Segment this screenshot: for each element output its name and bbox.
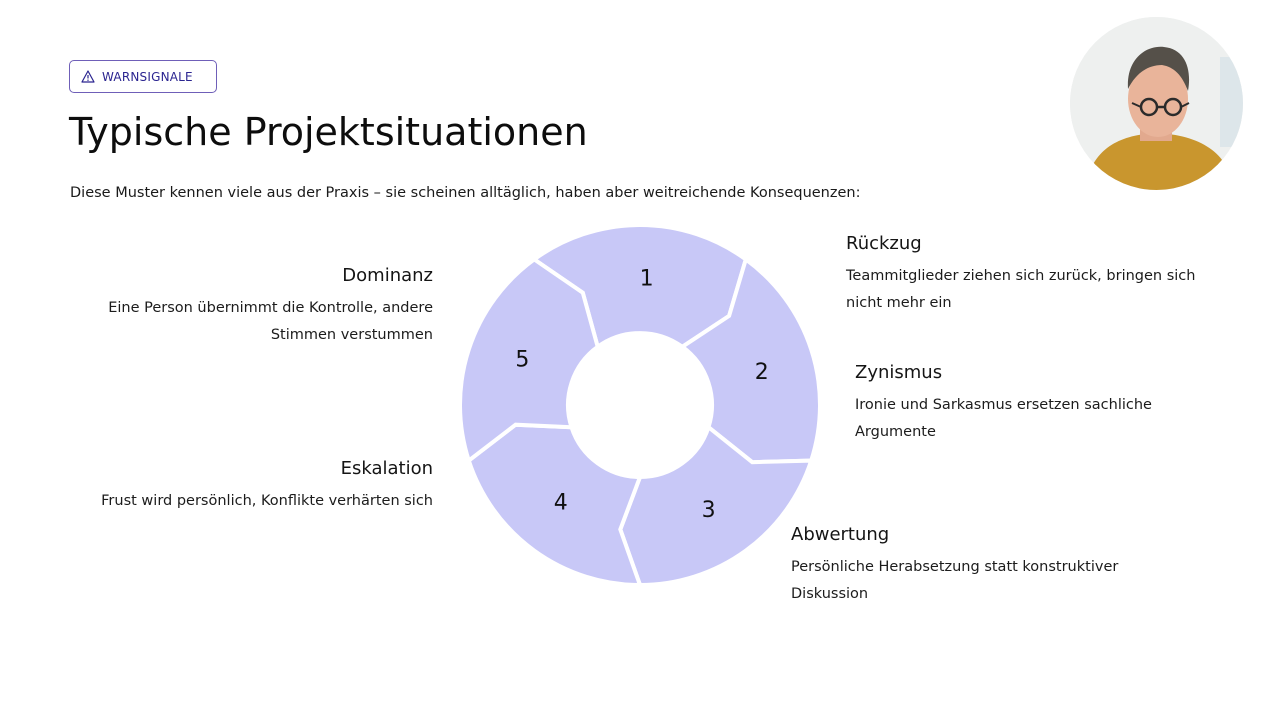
item-heading: Zynismus: [855, 362, 943, 383]
cycle-segment-2: [678, 256, 822, 465]
item-description: Frust wird persönlich, Konflikte verhärt…: [101, 493, 433, 509]
cycle-segment-number: 2: [755, 360, 769, 385]
warning-badge: WARNSIGNALE: [69, 60, 217, 93]
cycle-segment-3: [618, 423, 814, 588]
item-rueckzug: Rückzug Teammitglieder ziehen sich zurüc…: [846, 233, 1216, 317]
item-dominanz: Dominanz Eine Person übernimmt die Kontr…: [90, 265, 433, 349]
page-subtitle: Diese Muster kennen viele aus der Praxis…: [70, 185, 861, 201]
cycle-segment-number: 3: [702, 498, 716, 523]
item-eskalation: Eskalation Frust wird persönlich, Konfli…: [83, 458, 433, 515]
presenter-webcam: [1070, 17, 1243, 190]
cycle-segment-number: 1: [640, 267, 654, 292]
item-description: Ironie und Sarkasmus ersetzen sachliche …: [855, 397, 1152, 440]
item-abwertung: Abwertung Persönliche Herabsetzung statt…: [791, 524, 1136, 608]
item-heading: Dominanz: [342, 265, 433, 286]
presenter-avatar: [1070, 17, 1243, 190]
cycle-diagram: 1 2 3 4 5: [458, 223, 822, 588]
warning-triangle-icon: [81, 70, 95, 83]
cycle-segment-5: [458, 256, 600, 464]
cycle-segment-number: 4: [554, 490, 568, 515]
item-heading: Abwertung: [791, 524, 890, 545]
cycle-segment-4: [466, 422, 643, 588]
item-heading: Eskalation: [340, 458, 433, 479]
badge-label: WARNSIGNALE: [102, 69, 193, 84]
item-heading: Rückzug: [846, 233, 922, 254]
item-description: Persönliche Herabsetzung statt konstrukt…: [791, 559, 1119, 602]
item-zynismus: Zynismus Ironie und Sarkasmus ersetzen s…: [855, 362, 1185, 446]
cycle-segment-1: [530, 223, 749, 351]
item-description: Teammitglieder ziehen sich zurück, bring…: [846, 268, 1196, 311]
item-description: Eine Person übernimmt die Kontrolle, and…: [108, 300, 433, 343]
cycle-segment-number: 5: [515, 347, 529, 372]
page-title: Typische Projektsituationen: [69, 110, 588, 154]
